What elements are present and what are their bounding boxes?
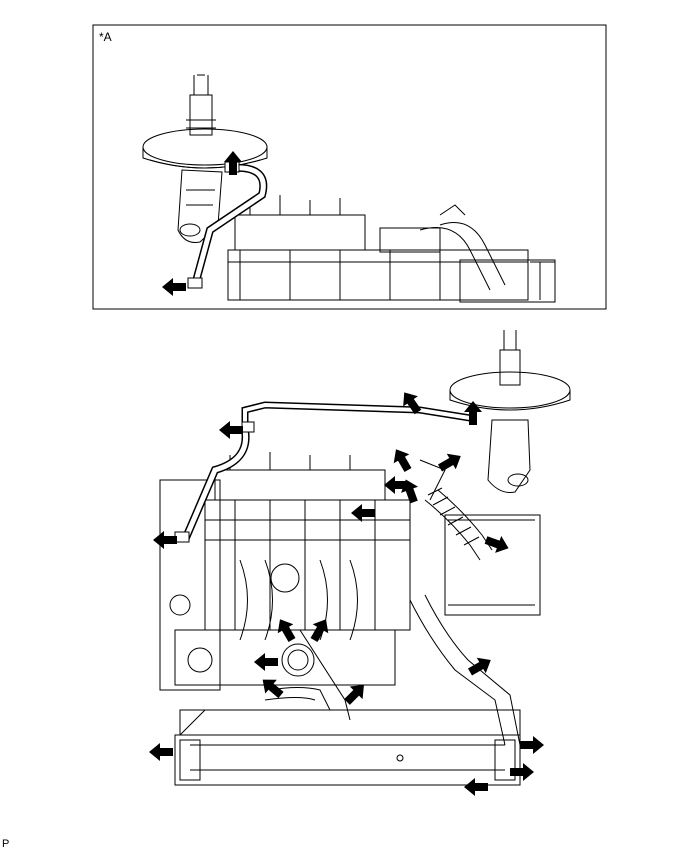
- main-vacuum-hose: [174, 401, 471, 543]
- arrow-icon: [520, 736, 544, 754]
- intake-air-hose: [179, 459, 521, 746]
- arrow-icon: [153, 531, 177, 549]
- main-engine: [159, 330, 571, 786]
- arrow-icon: [397, 476, 423, 506]
- arrow-icon: [219, 421, 243, 439]
- arrow-icon: [465, 652, 496, 680]
- arrow-icon: [464, 778, 488, 796]
- arrow-icon: [351, 504, 375, 522]
- arrow-icon: [254, 653, 278, 671]
- arrow-icon: [435, 448, 466, 476]
- inset-panel-label: *A: [99, 30, 112, 44]
- inset-engine: [142, 74, 556, 303]
- arrow-icon: [149, 743, 173, 761]
- arrow-icon: [482, 531, 512, 557]
- arrow-icon: [388, 444, 416, 475]
- figure-code: P: [2, 838, 10, 850]
- arrow-icon: [510, 763, 534, 781]
- inset-panel-frame: [92, 24, 607, 310]
- arrow-icon: [256, 672, 287, 702]
- arrow-icon: [340, 678, 371, 709]
